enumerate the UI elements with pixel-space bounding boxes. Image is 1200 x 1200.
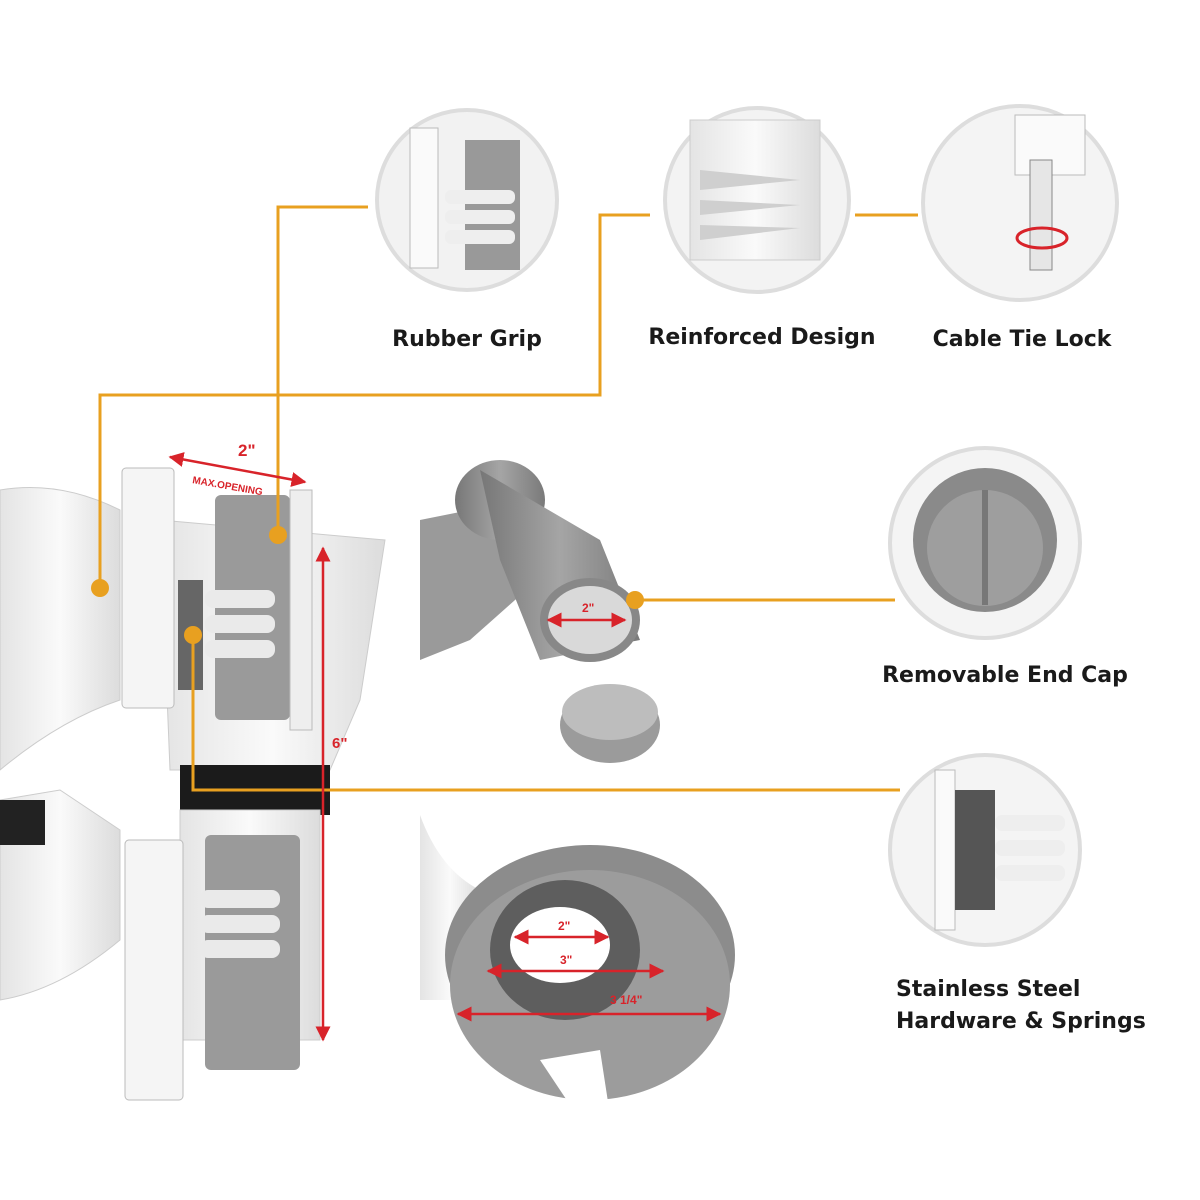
cup-bottom-image [420,815,735,1120]
reinforced-design-circle [663,106,851,294]
label-reinforced-design: Reinforced Design [648,325,875,350]
stainless-hardware-circle [888,753,1082,947]
connector-stainless [191,635,900,792]
dimension-arrows [168,452,722,1042]
connector-reinforced-design [98,213,650,588]
end-cap-circle [888,446,1082,640]
connector-lines [98,205,918,792]
label-stainless-line1: Stainless Steel [896,977,1080,1002]
max-opening-value: 2" [238,441,256,460]
label-removable-end-cap: Removable End Cap [882,663,1128,688]
connector-dots [91,526,644,644]
height-dimension: 6" [332,735,347,752]
outer-diameter: 3 1/4" [610,993,642,1007]
label-cable-tie-lock: Cable Tie Lock [933,327,1113,352]
rubber-grip-circle [375,108,559,292]
inner-diameter: 2" [558,919,570,933]
label-stainless-line2: Hardware & Springs [896,1009,1146,1034]
cable-tie-lock-circle [921,104,1119,302]
middle-diameter: 3" [560,953,572,967]
end-cap-diameter: 2" [582,601,594,615]
label-rubber-grip: Rubber Grip [392,327,542,352]
connector-rubber-grip [276,205,368,535]
end-cap-image [420,460,660,763]
max-opening-label: MAX.OPENING [191,475,263,498]
